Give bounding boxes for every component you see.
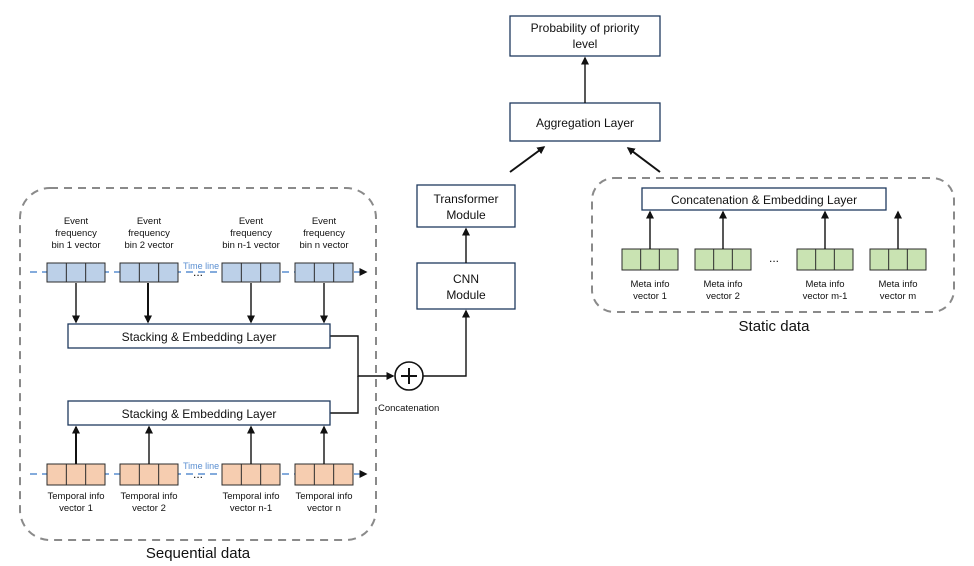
event-vector-2 xyxy=(119,262,179,283)
event-timeline-label: Time line xyxy=(183,261,219,271)
meta-vector-4-label-line-2: vector m xyxy=(880,291,917,302)
meta-vector-4-label-line-1: Meta info xyxy=(878,279,917,290)
meta-vector-1 xyxy=(621,248,679,271)
temporal-vector-2-label-line-1: Temporal info xyxy=(120,491,177,502)
upper-stacking-layer xyxy=(67,323,331,349)
temporal-vector-2-label-line-2: vector 2 xyxy=(132,503,166,514)
meta-vector-2 xyxy=(694,248,752,271)
event-vector-1-label-line-2: frequency xyxy=(55,228,97,239)
temporal-vector-1 xyxy=(46,463,106,486)
temporal-vector-3-label-line-1: Temporal info xyxy=(222,491,279,502)
event-vector-3 xyxy=(221,262,281,283)
sequential-data-title: Sequential data xyxy=(146,545,251,562)
meta-vector-3 xyxy=(796,248,854,271)
lower-stacking-layer xyxy=(67,400,331,426)
event-vector-1 xyxy=(46,262,106,283)
temporal-vector-4-label-line-1: Temporal info xyxy=(295,491,352,502)
temporal-vector-4-label-line-2: vector n xyxy=(307,503,341,514)
output-label-line2: level xyxy=(573,37,598,51)
event-vector-2-label-line-2: frequency xyxy=(128,228,170,239)
meta-vector-2-label-line-2: vector 2 xyxy=(706,291,740,302)
arrow-static-to-aggregation xyxy=(626,147,661,173)
meta-vector-4 xyxy=(869,248,927,271)
cnn-module xyxy=(416,262,516,310)
cnn-label-line1: CNN xyxy=(453,272,479,286)
concatenation-embedding-layer-label: Concatenation & Embedding Layer xyxy=(671,193,857,207)
static-data-title: Static data xyxy=(739,318,811,335)
sequential-data-group xyxy=(19,187,377,541)
transformer-label-line2: Module xyxy=(446,208,486,222)
lower-stacking-layer-label: Stacking & Embedding Layer xyxy=(122,407,277,421)
meta-vector-1-label-line-2: vector 1 xyxy=(633,291,667,302)
event-vector-2-label-line-3: bin 2 vector xyxy=(124,240,173,251)
event-vector-1-label-line-3: bin 1 vector xyxy=(51,240,100,251)
event-vector-1-label-line-1: Event xyxy=(64,216,89,227)
event-vector-4-label-line-2: frequency xyxy=(303,228,345,239)
line-lower-stack-to-concat xyxy=(330,376,359,414)
temporal-vector-3-label-line-2: vector n-1 xyxy=(230,503,272,514)
event-vector-4 xyxy=(294,262,354,283)
concatenation-label: Concatenation xyxy=(378,403,439,414)
event-vector-3-label-line-3: bin n-1 vector xyxy=(222,240,280,251)
output-node xyxy=(509,15,661,57)
arrow-concat-to-cnn xyxy=(423,309,470,377)
event-vector-4-label-line-3: bin n vector xyxy=(299,240,348,251)
temporal-vector-1-label-line-1: Temporal info xyxy=(47,491,104,502)
meta-vector-1-label-line-1: Meta info xyxy=(630,279,669,290)
temporal-timeline-label: Time line xyxy=(183,461,219,471)
transformer-module xyxy=(416,184,516,228)
output-label-line1: Probability of priority xyxy=(531,21,640,35)
concatenation-embedding-layer xyxy=(641,187,887,211)
upper-stacking-layer-label: Stacking & Embedding Layer xyxy=(122,330,277,344)
meta-vector-3-label-line-1: Meta info xyxy=(805,279,844,290)
meta-vector-2-label-line-1: Meta info xyxy=(703,279,742,290)
arrow-transformer-to-aggregation xyxy=(509,146,546,173)
event-vector-3-label-line-1: Event xyxy=(239,216,264,227)
meta-vector-3-label-line-2: vector m-1 xyxy=(803,291,848,302)
static-data-group xyxy=(591,177,955,313)
temporal-vector-3 xyxy=(221,463,281,486)
event-vector-4-label-line-1: Event xyxy=(312,216,337,227)
event-vector-2-label-line-1: Event xyxy=(137,216,162,227)
arrow-upper-stack-to-concat xyxy=(330,335,395,380)
aggregation-layer-label: Aggregation Layer xyxy=(536,116,634,130)
temporal-vector-4 xyxy=(294,463,354,486)
event-vector-3-label-line-2: frequency xyxy=(230,228,272,239)
temporal-ellipsis: ... xyxy=(193,467,203,481)
meta-ellipsis: ... xyxy=(769,251,779,265)
cnn-label-line2: Module xyxy=(446,288,486,302)
temporal-vector-1-label-line-2: vector 1 xyxy=(59,503,93,514)
transformer-label-line1: Transformer xyxy=(434,192,499,206)
temporal-vector-2 xyxy=(119,463,179,486)
event-ellipsis: ... xyxy=(193,265,203,279)
